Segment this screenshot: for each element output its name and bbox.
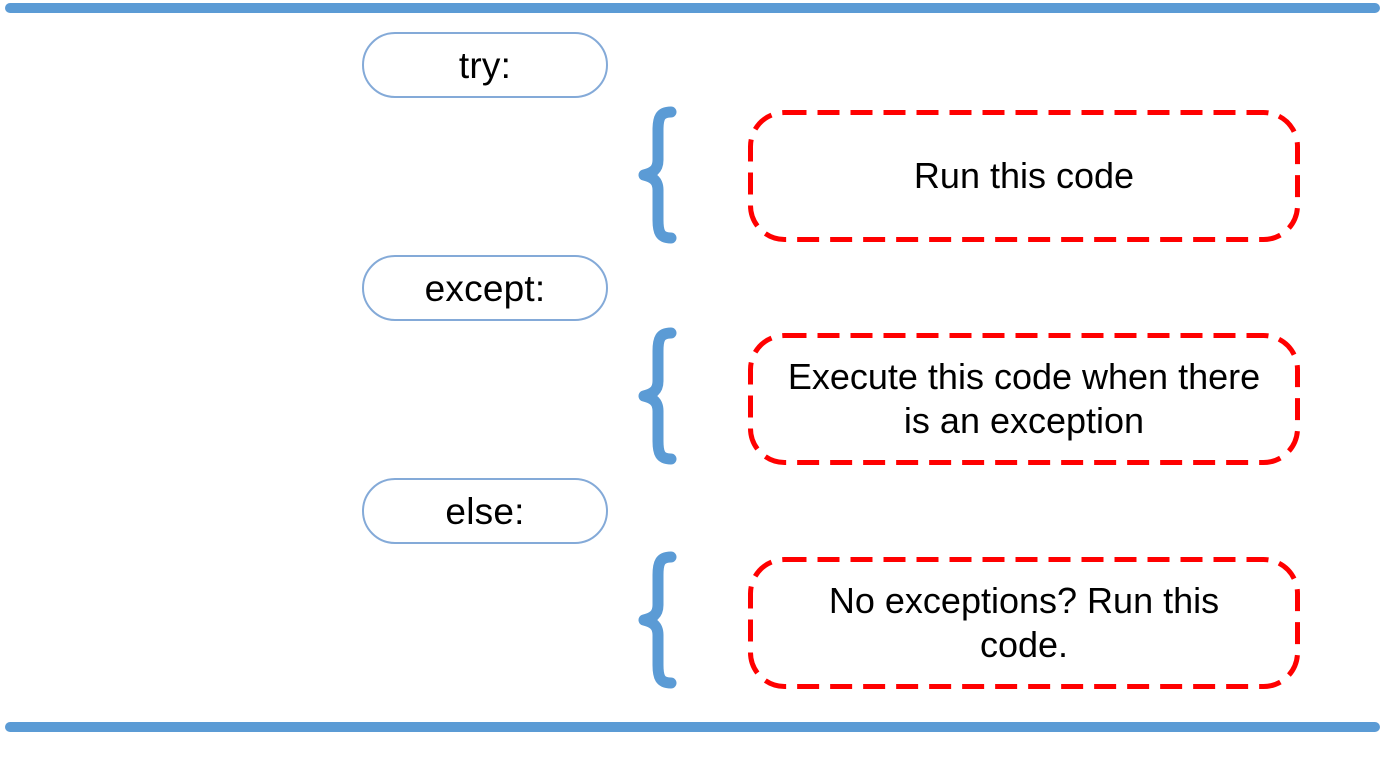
curly-brace-icon-try [630, 106, 686, 244]
keyword-pill-except[interactable]: except: [362, 255, 608, 321]
keyword-pill-else[interactable]: else: [362, 478, 608, 544]
keyword-pill-try-label: try: [458, 44, 512, 86]
code-box-else[interactable]: No exceptions? Run this code. [748, 557, 1300, 689]
top-divider [5, 3, 1380, 13]
code-box-else-label: No exceptions? Run this code. [828, 580, 1220, 665]
curly-brace-icon-except [630, 327, 686, 465]
code-box-except-label: Execute this code when there is an excep… [787, 356, 1261, 441]
keyword-pill-try[interactable]: try: [362, 32, 608, 98]
keyword-pill-else-label: else: [445, 490, 525, 532]
code-box-except[interactable]: Execute this code when there is an excep… [748, 333, 1300, 465]
keyword-pill-except-label: except: [424, 267, 546, 309]
curly-brace-icon-else [630, 551, 686, 689]
bottom-divider [5, 722, 1380, 732]
code-box-try[interactable]: Run this code [748, 110, 1300, 242]
code-box-try-label: Run this code [913, 155, 1135, 197]
